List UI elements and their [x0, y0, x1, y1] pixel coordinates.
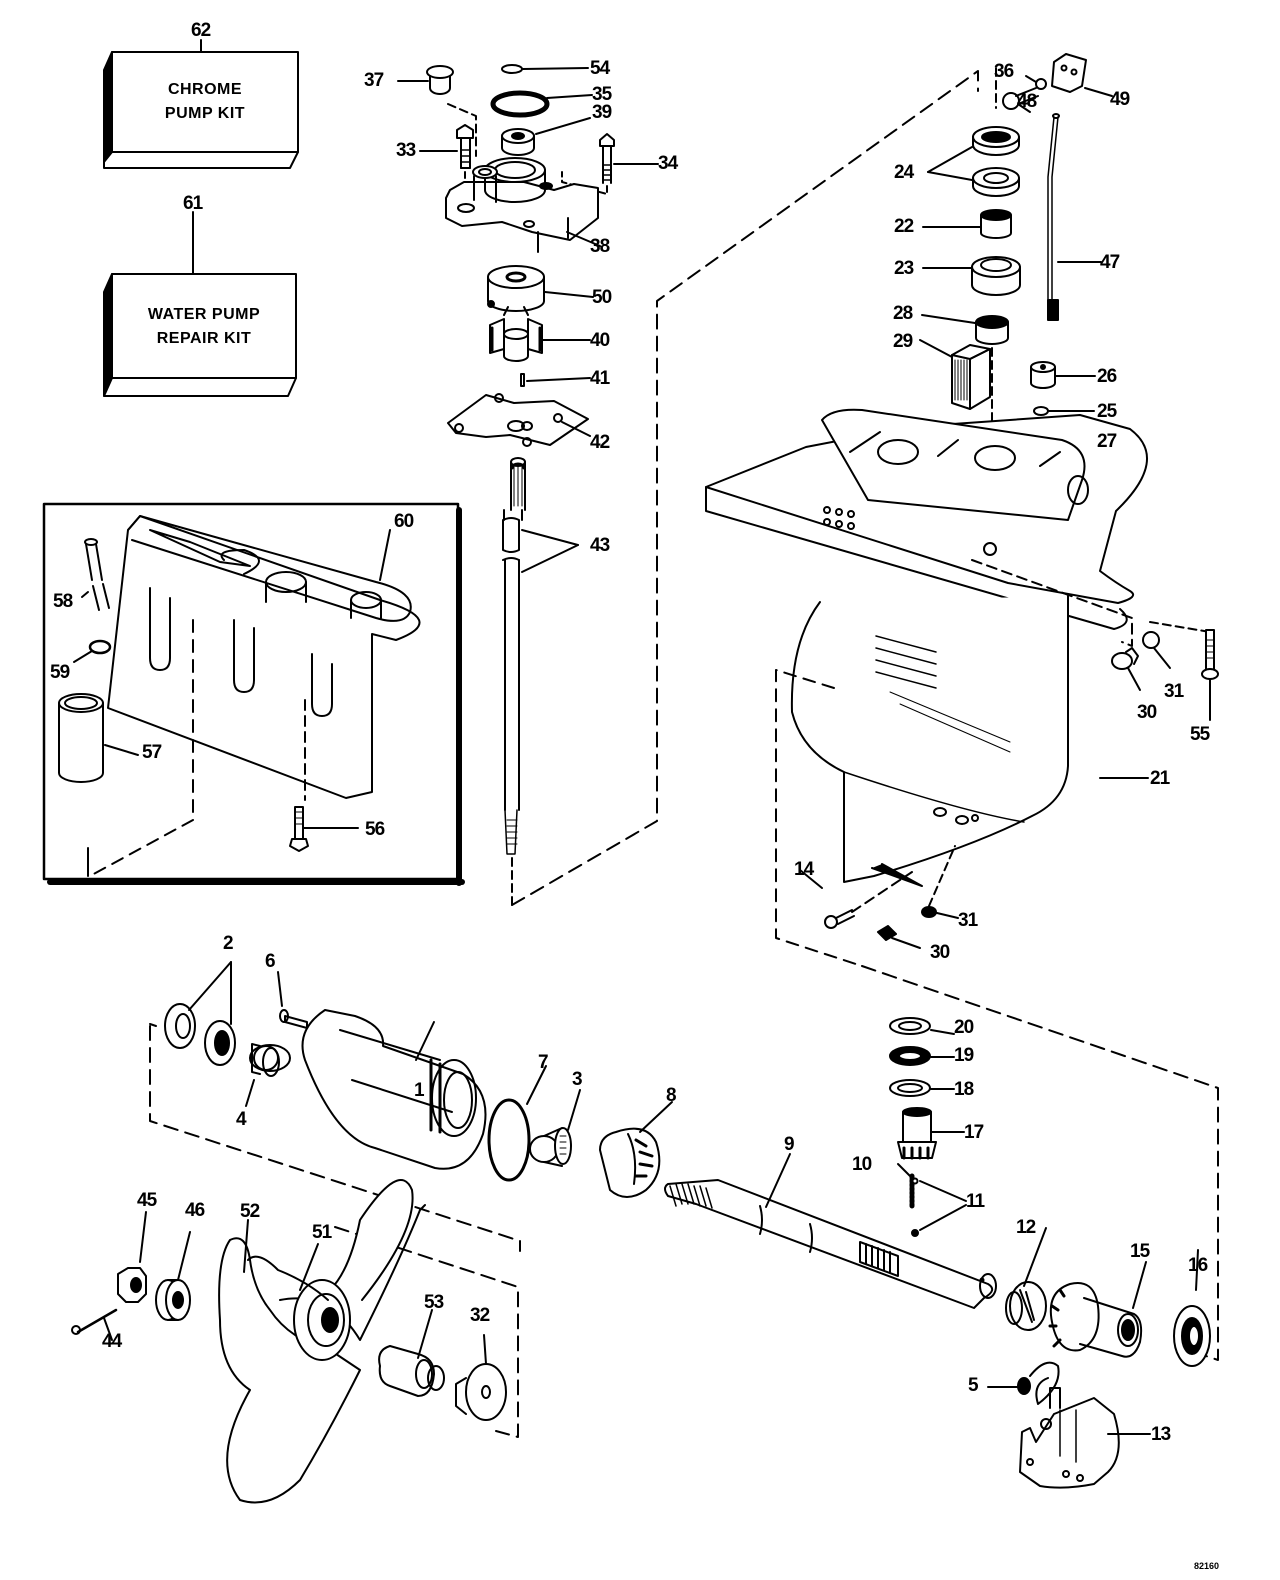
callout-42: 42: [590, 432, 610, 453]
callout-21: 21: [1150, 768, 1170, 789]
callout-26: 26: [1097, 366, 1117, 387]
callout-14: 14: [794, 859, 814, 880]
callout-22: 22: [894, 216, 914, 237]
water-pump-repair-kit-box: [103, 211, 297, 397]
callout-10: 10: [852, 1154, 872, 1175]
callout-19: 19: [954, 1045, 974, 1066]
callout-7: 7: [538, 1052, 549, 1073]
dashed-leader-lower-right: [861, 965, 1219, 1361]
callout-51: 51: [312, 1222, 332, 1243]
callout-34: 34: [658, 153, 678, 174]
callout-17: 17: [964, 1122, 984, 1143]
pinion-stack: [889, 1017, 967, 1237]
callout-62: 62: [191, 20, 211, 41]
callout-61: 61: [183, 193, 203, 214]
kit-label-line: REPAIR KIT: [156, 330, 252, 347]
figure-number: 82160: [1194, 1561, 1220, 1571]
water-pump-repair-kit-label: WATER PUMP REPAIR KIT: [112, 303, 296, 351]
callout-49: 49: [1110, 89, 1130, 110]
o-ring-54: [501, 64, 523, 74]
callout-4: 4: [236, 1109, 247, 1130]
bearing-housing-group: [149, 961, 673, 1252]
callout-25: 25: [1097, 401, 1117, 422]
callout-46: 46: [185, 1200, 205, 1221]
callout-18: 18: [954, 1079, 974, 1100]
callout-57: 57: [142, 742, 162, 763]
gearcase-21: [705, 408, 1219, 967]
kit-label-line: WATER PUMP: [147, 306, 261, 323]
callout-31-upper: 31: [1164, 681, 1184, 702]
callout-1: 1: [414, 1080, 425, 1101]
callout-48: 48: [1017, 91, 1037, 112]
o-ring-35: [490, 90, 550, 118]
kit-label-line: CHROME: [167, 81, 243, 98]
callout-11: 11: [966, 1191, 985, 1212]
callout-55: 55: [1190, 724, 1210, 745]
callout-44: 44: [102, 1331, 122, 1352]
callout-3: 3: [572, 1069, 583, 1090]
callout-52: 52: [240, 1201, 260, 1222]
callout-31-lower: 31: [958, 910, 978, 931]
propeller-group: [71, 1179, 519, 1504]
callout-13: 13: [1151, 1424, 1171, 1445]
upper-right-stack: [919, 53, 1113, 461]
callout-40: 40: [590, 330, 610, 351]
driveshaft-43: [502, 457, 579, 906]
callout-54: 54: [590, 58, 610, 79]
callout-6: 6: [265, 951, 276, 972]
clutch-gear-group: [987, 1227, 1211, 1489]
callout-35: 35: [592, 84, 612, 105]
dashed-leader-driveshaft: [511, 70, 979, 906]
callout-53: 53: [424, 1292, 444, 1313]
kit-label-line: PUMP KIT: [164, 105, 246, 122]
chrome-pump-kit-label: CHROME PUMP KIT: [112, 78, 298, 126]
callout-12: 12: [1016, 1217, 1036, 1238]
callout-23: 23: [894, 258, 914, 279]
callout-27: 27: [1097, 431, 1117, 452]
callout-16: 16: [1188, 1255, 1208, 1276]
callout-60: 60: [394, 511, 414, 532]
callout-45: 45: [137, 1190, 157, 1211]
callout-15: 15: [1130, 1241, 1150, 1262]
callout-33: 33: [396, 140, 416, 161]
chrome-pump-kit-box: [103, 39, 299, 169]
callout-50: 50: [592, 287, 612, 308]
callout-32: 32: [470, 1305, 490, 1326]
callout-41: 41: [590, 368, 610, 389]
propeller-shaft-9: [664, 1153, 997, 1309]
callout-8: 8: [666, 1085, 677, 1106]
water-pump-assembly: [397, 64, 659, 470]
callout-59: 59: [50, 662, 70, 683]
callout-24: 24: [894, 162, 914, 183]
callout-5: 5: [968, 1375, 979, 1396]
callout-47: 47: [1100, 252, 1120, 273]
callout-38: 38: [590, 236, 610, 257]
inset-box-60: [42, 502, 465, 886]
callout-30-lower: 30: [930, 942, 950, 963]
callout-39: 39: [592, 102, 612, 123]
callout-43: 43: [590, 535, 610, 556]
callout-30-upper: 30: [1137, 702, 1157, 723]
callout-28: 28: [893, 303, 913, 324]
callout-9: 9: [784, 1134, 795, 1155]
callout-36: 36: [994, 61, 1014, 82]
callout-37: 37: [364, 70, 384, 91]
callout-29: 29: [893, 331, 913, 352]
callout-2: 2: [223, 933, 234, 954]
callout-56: 56: [365, 819, 385, 840]
callout-58: 58: [53, 591, 73, 612]
callout-20: 20: [954, 1017, 974, 1038]
